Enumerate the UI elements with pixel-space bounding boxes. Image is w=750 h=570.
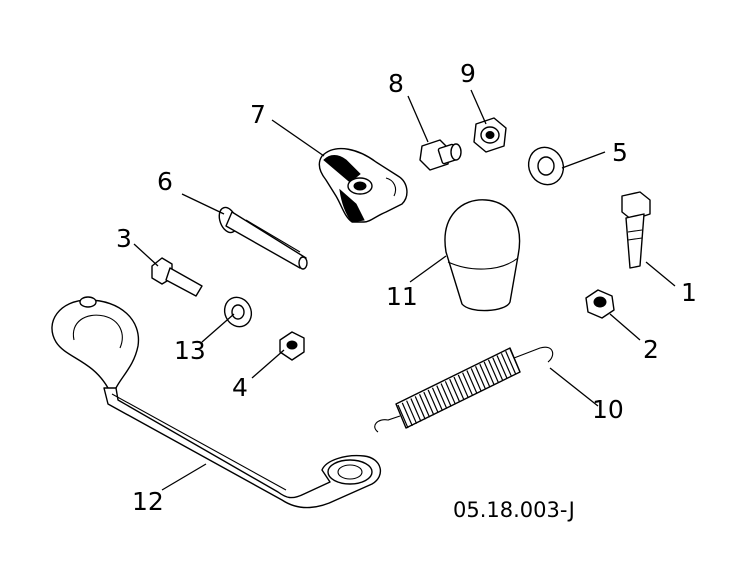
callout-13: 13 — [174, 336, 206, 365]
callout-5: 5 — [612, 138, 628, 167]
part-9-nut — [473, 117, 507, 153]
spring-coil — [457, 374, 469, 399]
spring-coil — [509, 348, 521, 373]
spring-coil — [505, 350, 517, 375]
part-4-nut — [279, 331, 305, 361]
spring-coil — [453, 376, 465, 401]
callout-1: 1 — [681, 278, 697, 307]
spring-coil — [474, 365, 487, 390]
spring-coil — [401, 402, 413, 427]
spring-coil — [492, 357, 504, 381]
spring-coil — [427, 389, 439, 414]
callout-9: 9 — [460, 59, 476, 88]
part-13-spacer — [223, 296, 253, 328]
part-6-shoulder-bolt — [218, 206, 308, 270]
spring-coil — [397, 404, 409, 429]
leader-lines — [133, 89, 676, 491]
part-5-washer — [527, 146, 565, 186]
callout-labels: 1 2 3 4 5 6 7 8 9 10 11 12 13 — [116, 59, 697, 516]
part-2-locknut — [585, 289, 615, 319]
spring-coil — [414, 396, 426, 420]
spring-coil — [444, 381, 456, 405]
callout-8: 8 — [388, 69, 404, 98]
part-12-bent-rod — [51, 296, 382, 509]
callout-2: 2 — [643, 335, 659, 364]
spring-coil — [500, 353, 512, 377]
spring-coil — [462, 372, 474, 396]
spring-coil — [483, 361, 495, 386]
part-7-lever-bracket — [318, 147, 408, 223]
part-11-knob — [444, 199, 521, 312]
callout-7: 7 — [250, 100, 266, 129]
drawing-reference-code: 05.18.003-J — [453, 498, 575, 522]
spring-coil — [496, 355, 508, 379]
callout-10: 10 — [592, 395, 624, 424]
spring-coil — [431, 387, 444, 412]
spring-coil — [466, 370, 478, 394]
spring-coil — [440, 383, 452, 407]
part-8-pin — [419, 139, 462, 171]
callout-4: 4 — [232, 373, 248, 402]
callout-6: 6 — [157, 167, 173, 196]
part-1-bolt — [621, 191, 651, 269]
spring-coil — [436, 385, 448, 409]
part-10-spring — [374, 346, 554, 433]
spring-coil — [479, 363, 491, 388]
spring-coil — [470, 368, 482, 392]
part-3-shoulder-bolt — [151, 257, 203, 297]
callout-3: 3 — [116, 224, 132, 253]
spring-coil — [487, 359, 500, 384]
spring-coil — [406, 400, 418, 424]
callout-12: 12 — [132, 487, 164, 516]
spring-coil — [449, 378, 461, 403]
callout-11: 11 — [386, 282, 418, 311]
spring-coil — [423, 391, 435, 416]
spring-coil — [410, 398, 422, 422]
spring-coil — [418, 393, 431, 418]
